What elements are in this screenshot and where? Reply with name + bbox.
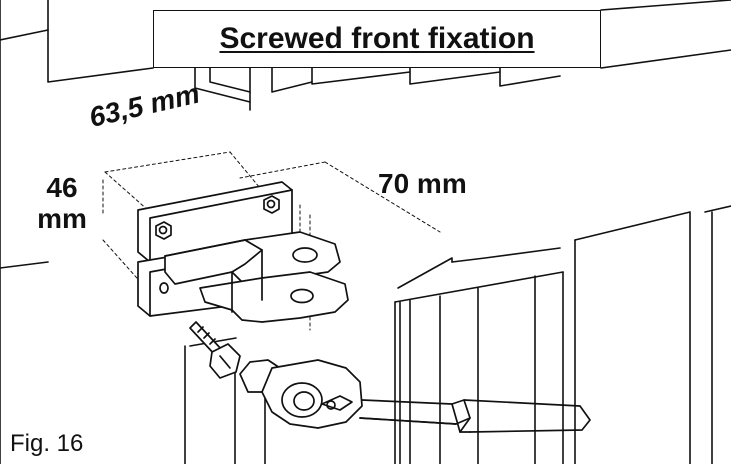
- plate-bolt: [155, 221, 172, 240]
- tie-rod-icon: [239, 359, 591, 433]
- title-box: Screwed front fixation: [153, 10, 601, 68]
- height-dimension-value: 46: [46, 172, 78, 203]
- depth-dimension-label: 70 mm: [378, 168, 467, 199]
- figure-caption: Fig. 16: [10, 430, 84, 457]
- plate-bolt: [263, 195, 280, 214]
- hex-bolt-icon: [189, 321, 241, 379]
- figure-title: Screwed front fixation: [219, 22, 535, 55]
- height-dimension-label: 46 mm: [32, 172, 92, 235]
- body-panels: [184, 205, 731, 464]
- height-dimension-unit: mm: [37, 203, 87, 235]
- mounting-bracket-icon: [137, 181, 349, 323]
